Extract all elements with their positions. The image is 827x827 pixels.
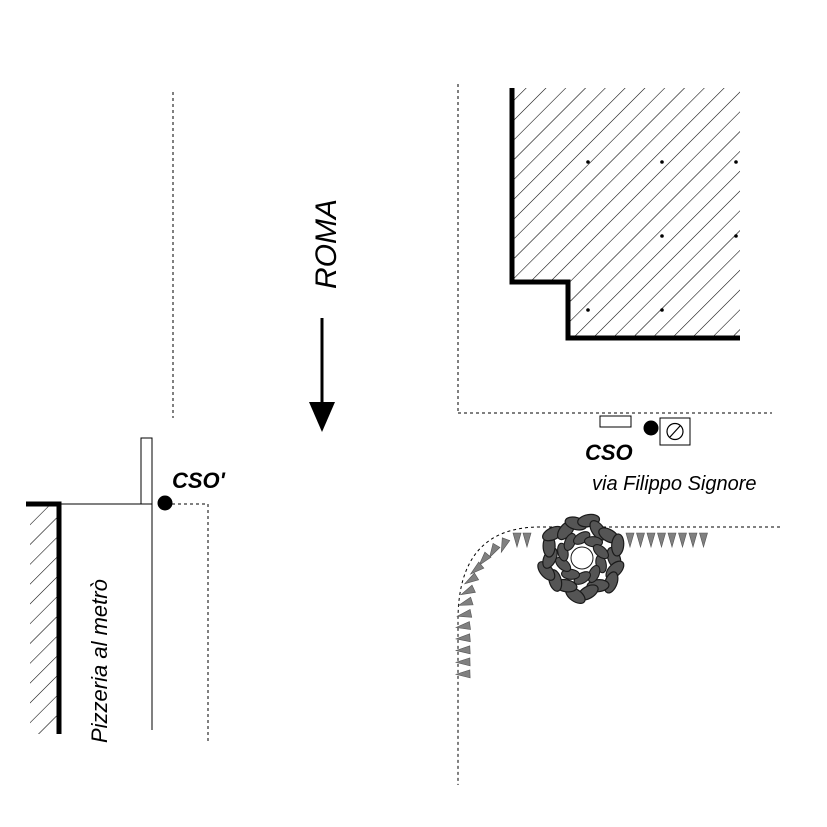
hedge-plant — [478, 551, 492, 567]
hedge-plant — [455, 621, 471, 630]
hedge-plant — [636, 532, 645, 549]
hedge — [454, 532, 708, 679]
hedge-plant — [500, 537, 511, 554]
no-parking-sign-icon — [659, 417, 691, 446]
street-label-main: ROMA — [310, 199, 343, 289]
tree-icon — [537, 513, 625, 604]
hedge-plant — [678, 532, 687, 549]
building-left — [26, 501, 62, 734]
hedge-plant — [688, 532, 698, 549]
curbs — [59, 84, 780, 785]
hedge-plant — [512, 532, 522, 549]
tree-leaf — [611, 533, 625, 557]
hedge-plant — [625, 532, 635, 549]
hedge-plant — [460, 584, 476, 596]
street-label-side: via Filippo Signore — [592, 473, 757, 495]
hedge-plant — [454, 645, 471, 655]
hedge-plant — [667, 532, 677, 549]
shelter-post — [140, 437, 153, 505]
curb-left-lower — [166, 503, 209, 744]
stop-dot-icon — [157, 495, 173, 511]
hedge-plant — [454, 669, 471, 679]
hedge-plant — [646, 532, 656, 549]
hedge-plant — [463, 572, 480, 585]
shop-label: Pizzeria al metrò — [87, 579, 112, 743]
hedge-plant — [454, 657, 471, 667]
stop-label-primary: CSO — [585, 440, 633, 465]
hedge-plant — [454, 633, 471, 643]
arrow-down-icon — [309, 318, 335, 432]
hedge-plant — [457, 596, 474, 606]
building-top-right — [509, 88, 740, 341]
tree-leaf — [592, 544, 609, 560]
bench — [599, 415, 632, 428]
curb-corner — [457, 526, 780, 785]
hedge-plant — [488, 542, 501, 559]
stop-label-secondary: CSO' — [172, 468, 226, 493]
hedge-plant — [657, 532, 666, 549]
hedge-plant — [699, 532, 708, 549]
hedge-plant — [456, 609, 473, 618]
stop-dot-icon — [643, 420, 659, 436]
tree-trunk — [570, 546, 594, 570]
hedge-plant — [522, 532, 532, 549]
hedge-plant — [469, 561, 485, 575]
